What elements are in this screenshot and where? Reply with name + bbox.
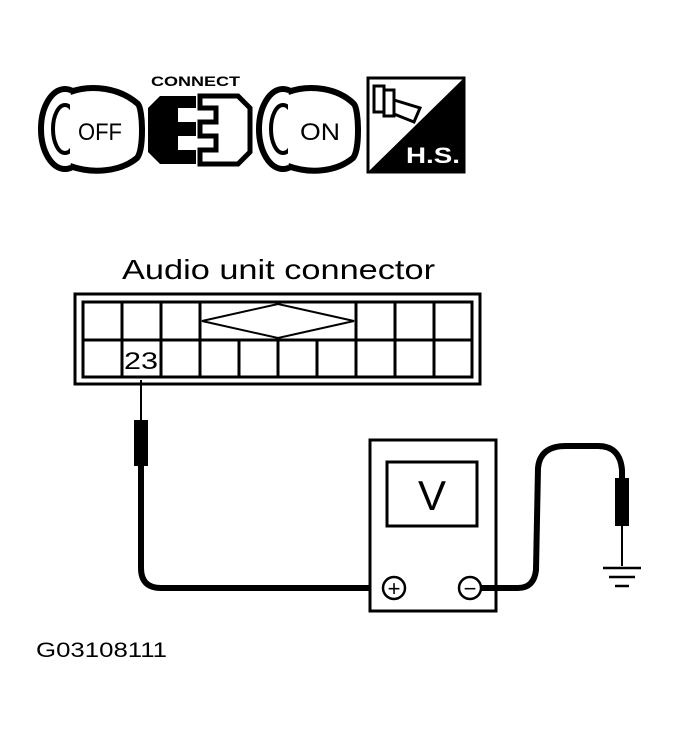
- negative-terminal-icon: −: [457, 575, 483, 601]
- positive-terminal-label: +: [388, 576, 401, 601]
- ignition-key-off-icon: OFF: [38, 85, 145, 174]
- positive-terminal-icon: +: [381, 575, 407, 601]
- connector-title: Audio unit connector: [122, 254, 435, 285]
- positive-test-lead: [134, 380, 382, 591]
- hs-label: H.S.: [406, 143, 460, 168]
- voltmeter: V + −: [368, 438, 498, 613]
- hand-probe-icon: [372, 84, 423, 124]
- voltmeter-display-label: V: [418, 472, 446, 519]
- figure-code: G03108111: [36, 639, 167, 662]
- negative-terminal-label: −: [464, 576, 477, 601]
- ignition-key-on-icon: ON: [256, 85, 361, 174]
- key-off-label: OFF: [78, 119, 122, 146]
- harness-sign-icon: H.S.: [366, 76, 466, 174]
- key-on-label: ON: [300, 119, 340, 146]
- ground-icon: [603, 566, 641, 588]
- negative-test-lead: [481, 443, 629, 591]
- terminal-23-label: 23: [124, 348, 158, 375]
- connect-label: CONNECT: [151, 73, 241, 89]
- connect-icon: CONNECT: [148, 73, 253, 167]
- audio-unit-connector: [73, 292, 482, 386]
